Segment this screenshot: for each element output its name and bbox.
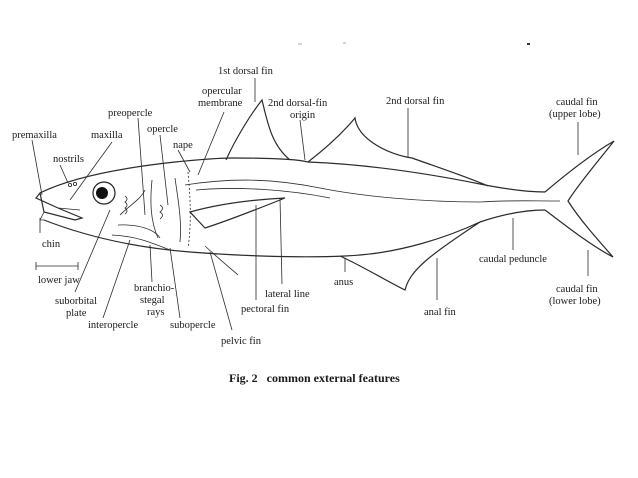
label-second-dorsal-fin: 2nd dorsal fin	[386, 96, 445, 107]
label-maxilla: maxilla	[91, 130, 123, 141]
label-chin: chin	[42, 239, 61, 250]
label-interopercle: interopercle	[88, 320, 138, 331]
label-suborbital-2: plate	[66, 308, 87, 319]
label-lateral-line: lateral line	[265, 289, 310, 300]
label-lower-jaw: lower jaw	[38, 275, 80, 286]
second-dorsal-fin-shape	[307, 116, 489, 187]
label-opercular-membrane-2: membrane	[198, 98, 243, 109]
label-caudal-upper-2: (upper lobe)	[549, 109, 601, 120]
anal-fin-shape	[339, 221, 481, 291]
label-premaxilla: premaxilla	[12, 130, 57, 141]
label-branchiostegal-2: stegal	[140, 295, 165, 306]
fins	[188, 98, 489, 291]
label-anus: anus	[334, 277, 353, 288]
first-dorsal-fin-shape	[225, 98, 291, 161]
label-nape: nape	[173, 140, 193, 151]
pupil	[96, 187, 108, 199]
scan-marks	[298, 42, 530, 45]
leader-lines	[31, 78, 589, 331]
label-caudal-peduncle: caudal peduncle	[479, 254, 547, 265]
fish-outline	[35, 140, 615, 258]
label-nostrils: nostrils	[53, 154, 84, 165]
label-second-dorsal-origin-2: origin	[290, 110, 316, 121]
label-caudal-upper-1: caudal fin	[556, 97, 598, 108]
label-caudal-lower-1: caudal fin	[556, 284, 598, 295]
head-details	[68, 171, 191, 251]
label-branchiostegal-3: rays	[147, 307, 165, 318]
pectoral-fin-shape	[188, 197, 286, 229]
label-first-dorsal-fin: 1st dorsal fin	[218, 66, 274, 77]
label-suborbital-1: suborbital	[55, 296, 97, 307]
label-anal-fin: anal fin	[424, 307, 457, 318]
label-pectoral-fin: pectoral fin	[241, 304, 290, 315]
figure-caption: Fig. 2 common external features	[229, 371, 400, 385]
label-pelvic-fin: pelvic fin	[221, 336, 262, 347]
label-preopercle: preopercle	[108, 108, 153, 119]
label-caudal-lower-2: (lower lobe)	[549, 296, 601, 307]
labels: 1st dorsal fin opercular membrane preope…	[12, 66, 601, 347]
label-branchiostegal-1: branchio-	[134, 283, 175, 294]
label-subopercle: subopercle	[170, 320, 216, 331]
label-second-dorsal-origin-1: 2nd dorsal-fin	[268, 98, 328, 109]
label-opercular-membrane-1: opercular	[202, 86, 242, 97]
label-opercle: opercle	[147, 124, 178, 135]
